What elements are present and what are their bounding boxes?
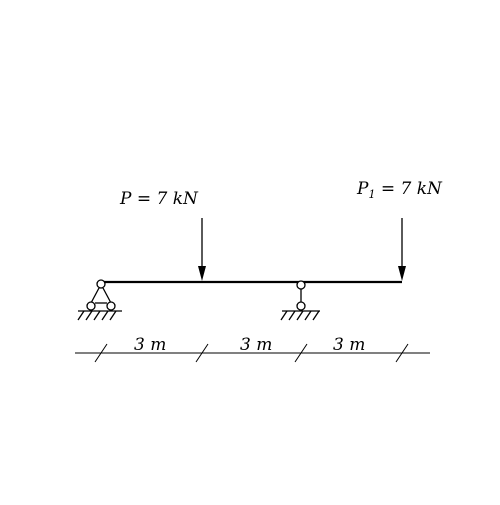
left-support-pin (96, 279, 106, 289)
middle-link-support (280, 280, 320, 321)
dimension-label-3: 3 m (333, 335, 365, 355)
load-p1-label: P1 = 7 kN (356, 179, 443, 201)
dim-tick-0 (94, 343, 108, 363)
middle-support-top-pin (296, 280, 306, 290)
dim-tick-1 (195, 343, 209, 363)
dimension-line (75, 343, 430, 363)
middle-support-bottom-pin (296, 301, 306, 311)
load-p-label: P = 7 kN (119, 189, 199, 209)
dimension-label-1: 3 m (134, 335, 166, 355)
load-p-arrow (198, 218, 206, 281)
left-pinned-support (77, 279, 122, 321)
dim-tick-2 (294, 343, 308, 363)
dim-tick-3 (395, 343, 409, 363)
left-support-roller-right (106, 301, 116, 311)
dimension-label-2: 3 m (240, 335, 272, 355)
load-p1-arrow (398, 218, 406, 281)
left-support-roller-left (86, 301, 96, 311)
